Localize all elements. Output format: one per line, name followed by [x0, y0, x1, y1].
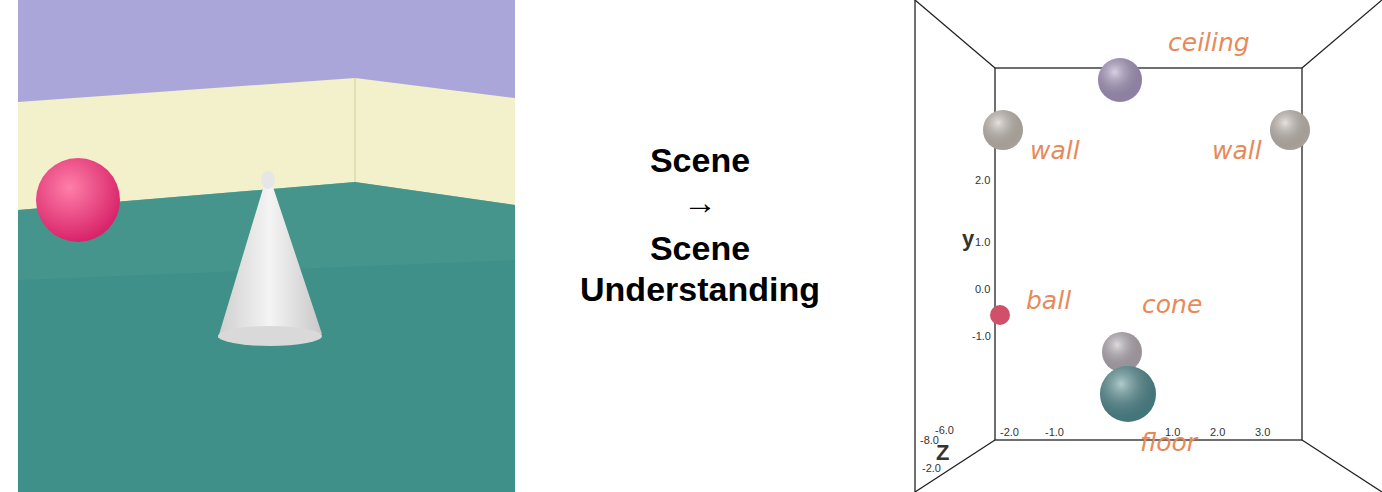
- ball-sphere: [990, 305, 1010, 325]
- sphere-shade: [1100, 366, 1156, 422]
- tick-value: -1.0: [972, 330, 991, 343]
- object-label: cone: [1142, 290, 1202, 320]
- ceiling-sphere: [1098, 58, 1142, 102]
- sphere-shade: [1098, 58, 1142, 102]
- wall-corner: [354, 78, 356, 182]
- tick-value: -2.0: [1000, 426, 1019, 439]
- stage-title: Scene Understanding: [550, 228, 850, 310]
- tick-value: -1.0: [1045, 426, 1064, 439]
- object-label: wall: [1030, 136, 1080, 166]
- axis-name: y: [962, 226, 974, 252]
- object-label: ceiling: [1168, 28, 1250, 58]
- cone-object: [218, 172, 322, 338]
- plot-frame: [915, 0, 1382, 492]
- tick-value: 1.0: [975, 236, 990, 249]
- ball-object: [36, 158, 120, 242]
- sphere-shade: [1102, 332, 1142, 372]
- arrow-glyph: →: [550, 182, 850, 223]
- sphere-shade: [983, 110, 1023, 150]
- wall-surface: [18, 0, 515, 492]
- cone-tip: [261, 171, 275, 189]
- object-label: ball: [1026, 286, 1071, 316]
- rendered-scene: [18, 0, 515, 492]
- tick-value: 1.0: [1165, 426, 1180, 439]
- wall-sphere: [983, 110, 1023, 150]
- cone-sphere: [1102, 332, 1142, 372]
- tick-value: 3.0: [1255, 426, 1270, 439]
- tick-value: 2.0: [975, 174, 990, 187]
- wall-sphere: [1270, 110, 1310, 150]
- ceiling-surface: [18, 0, 515, 102]
- plot-spheres: [983, 58, 1310, 422]
- stage-title: Scene: [550, 140, 850, 181]
- cone-base: [218, 326, 322, 346]
- tick-value: 2.0: [1210, 426, 1225, 439]
- floor-sphere: [1100, 366, 1156, 422]
- sphere-shade: [1270, 110, 1310, 150]
- object-label: wall: [1212, 136, 1262, 166]
- tick-value: -2.0: [922, 462, 941, 475]
- tick-value: 0.0: [975, 283, 990, 296]
